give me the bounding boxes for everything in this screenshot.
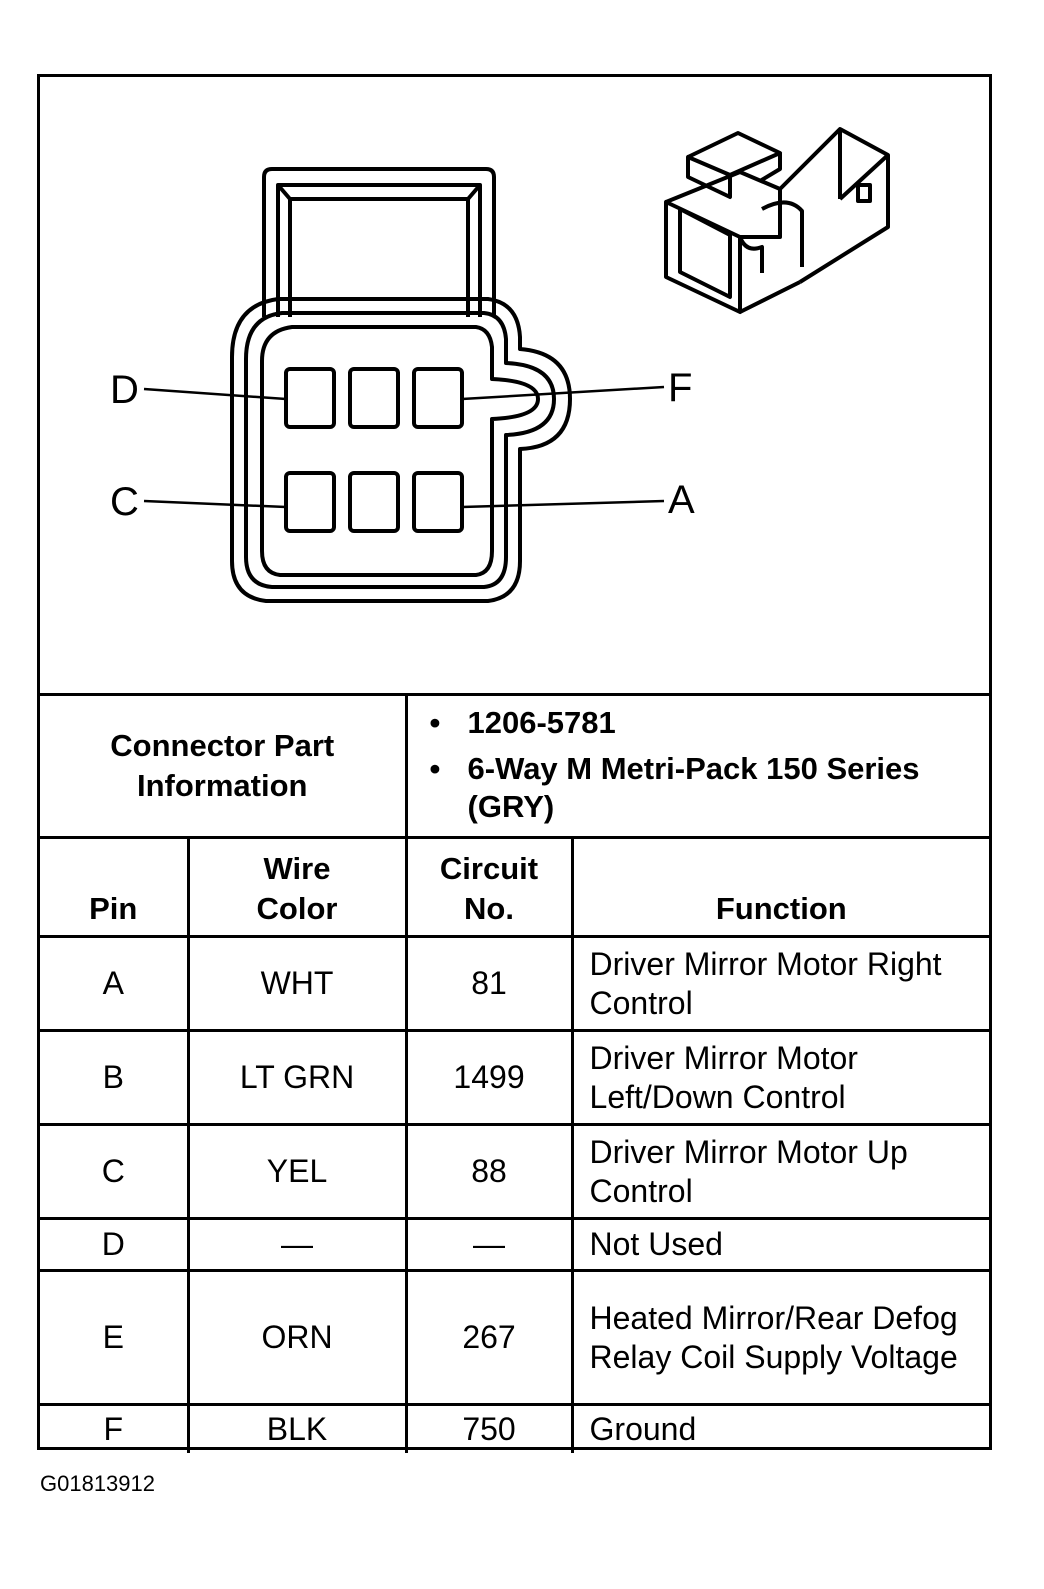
wire-color-cell: WHT (186, 935, 408, 1032)
cavity-c (284, 471, 336, 533)
function-cell: Driver Mirror Motor Up Control (570, 1123, 990, 1220)
circuit-cell: 81 (404, 935, 574, 1032)
header-pin: Pin (40, 836, 190, 938)
cavity-b (348, 471, 400, 533)
pin-label-c: C (110, 480, 139, 524)
cavity-e (348, 367, 400, 429)
connector-info-values: 1206-5781 6-Way M Metri-Pack 150 Series … (404, 693, 990, 839)
function-cell: Heated Mirror/Rear Defog Relay Coil Supp… (570, 1269, 990, 1406)
pin-cell: F (40, 1403, 190, 1453)
function-cell: Ground (570, 1403, 990, 1453)
pin-cell: A (40, 935, 190, 1032)
connector-diagram: D C F A (40, 77, 989, 693)
circuit-cell: 1499 (404, 1029, 574, 1126)
wire-color-cell: YEL (186, 1123, 408, 1220)
table-row: C YEL 88 Driver Mirror Motor Up Control (40, 1123, 990, 1220)
pin-cell: B (40, 1029, 190, 1126)
connector-type: 6-Way M Metri-Pack 150 Series (GRY) (430, 750, 990, 826)
pin-label-d: D (110, 368, 139, 412)
header-circuit: Circuit No. (404, 836, 574, 938)
figure-id-caption: G01813912 (40, 1471, 155, 1496)
connector-info-row: Connector Part Information 1206-5781 6-W… (40, 693, 990, 839)
table-row: D — — Not Used (40, 1217, 990, 1272)
pin-cell: D (40, 1217, 190, 1272)
function-cell: Not Used (570, 1217, 990, 1272)
pin-label-a: A (668, 478, 695, 522)
pin-cell: E (40, 1269, 190, 1406)
cavity-a (412, 471, 464, 533)
pin-cell: C (40, 1123, 190, 1220)
circuit-cell: — (404, 1217, 574, 1272)
table-row: E ORN 267 Heated Mirror/Rear Defog Relay… (40, 1269, 990, 1406)
circuit-cell: 267 (404, 1269, 574, 1406)
wire-color-cell: LT GRN (186, 1029, 408, 1126)
circuit-cell: 88 (404, 1123, 574, 1220)
table-row: B LT GRN 1499 Driver Mirror Motor Left/D… (40, 1029, 990, 1126)
cavity-f (412, 367, 464, 429)
table-row: F BLK 750 Ground (40, 1403, 990, 1453)
connector-3d-icon (664, 127, 890, 314)
header-wire-color: Wire Color (186, 836, 408, 938)
cavity-d (284, 367, 336, 429)
connector-info-label: Connector Part Information (40, 693, 408, 839)
function-cell: Driver Mirror Motor Left/Down Control (570, 1029, 990, 1126)
pin-label-f: F (668, 366, 692, 410)
connector-face-svg: D C F A (110, 127, 890, 603)
connector-part-number: 1206-5781 (430, 704, 990, 742)
connector-frame: D C F A (37, 74, 992, 1453)
wire-color-cell: — (186, 1217, 408, 1272)
table-row: A WHT 81 Driver Mirror Motor Right Contr… (40, 935, 990, 1032)
table-header-row: Pin Wire Color Circuit No. Function (40, 836, 990, 938)
pin-cavities (284, 367, 464, 533)
header-function: Function (570, 836, 990, 938)
wire-color-cell: BLK (186, 1403, 408, 1453)
function-cell: Driver Mirror Motor Right Control (570, 935, 990, 1032)
connector-table: Connector Part Information 1206-5781 6-W… (40, 693, 990, 1453)
circuit-cell: 750 (404, 1403, 574, 1453)
wire-color-cell: ORN (186, 1269, 408, 1406)
